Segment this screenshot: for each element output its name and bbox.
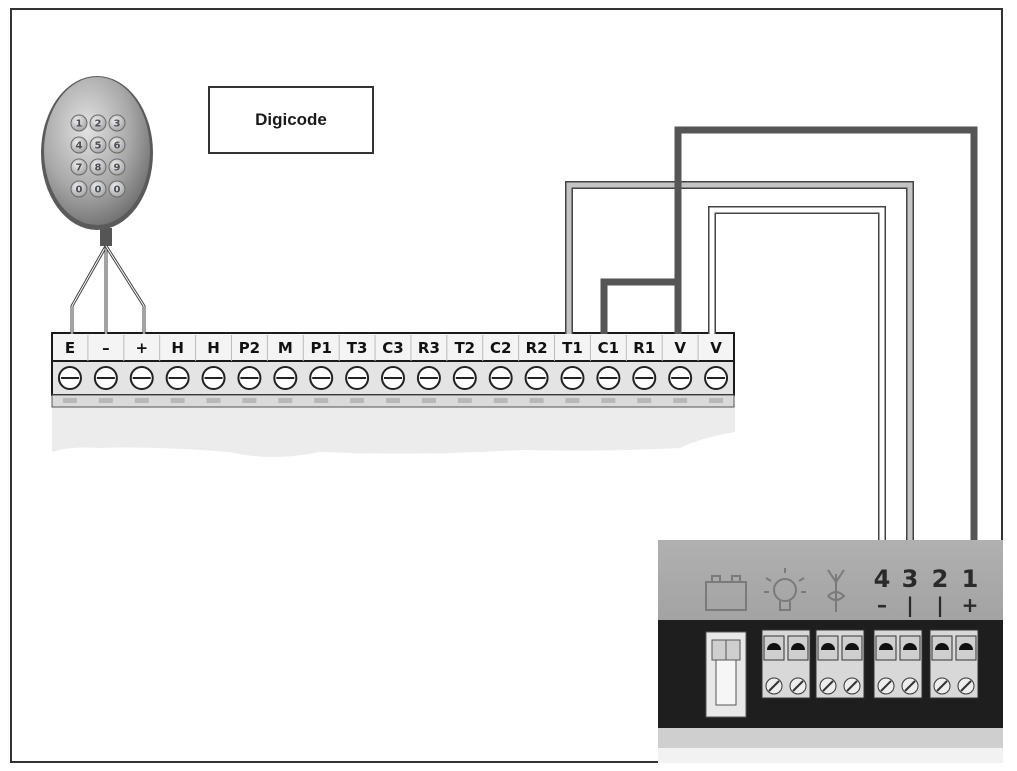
terminal-strip: E – + H H P2 M P1 T3 C3 R3 T2 C2 R2 T1 C1 R1 V V — [51, 332, 735, 408]
receiver-screw-pair — [929, 629, 979, 699]
terminal-screw — [416, 366, 441, 403]
keypad-key: 5 — [89, 136, 107, 154]
terminal-screw — [452, 366, 477, 403]
svg-text:4: 4 — [76, 141, 83, 152]
digicode-keypad: 1 2 3 4 5 6 7 8 9 0 0 0 — [41, 76, 153, 230]
terminal-screw — [632, 366, 657, 403]
terminal-label: P2 — [239, 339, 260, 357]
terminal-label: – — [102, 339, 110, 357]
terminal-screw — [165, 366, 190, 403]
svg-text:6: 6 — [114, 141, 121, 152]
terminal-label: R2 — [526, 339, 548, 357]
terminal-label: H — [207, 339, 220, 357]
terminal-screw — [201, 366, 226, 403]
receiver-terminal-label: 2| — [932, 565, 949, 617]
terminal-screw — [309, 366, 334, 403]
terminal-screw — [560, 366, 585, 403]
terminal-screw — [524, 366, 549, 403]
svg-text:2: 2 — [95, 119, 102, 130]
receiver-screw-pair — [815, 629, 865, 699]
terminal-screw — [273, 366, 298, 403]
terminal-screw — [93, 366, 118, 403]
svg-text:4: 4 — [874, 565, 891, 593]
keypad-key: 2 — [89, 114, 107, 132]
svg-text:1: 1 — [76, 119, 83, 130]
keypad-key: 6 — [108, 136, 126, 154]
terminal-label: C1 — [598, 339, 619, 357]
digicode-label: Digicode — [255, 110, 327, 129]
svg-text:0: 0 — [114, 185, 121, 196]
circuit-board — [52, 404, 735, 457]
svg-text:–: – — [877, 593, 887, 617]
svg-text:+: + — [962, 593, 979, 617]
svg-text:5: 5 — [95, 141, 102, 152]
terminal-label: E — [65, 339, 75, 357]
svg-text:3: 3 — [902, 565, 919, 593]
svg-text:1: 1 — [962, 565, 979, 593]
terminal-screw — [488, 366, 513, 403]
keypad-key: 4 — [70, 136, 88, 154]
terminal-screw — [57, 366, 82, 403]
terminal-label: V — [710, 339, 722, 357]
keypad-key: 7 — [70, 158, 88, 176]
terminal-label: T3 — [347, 339, 368, 357]
keypad-key: 0 — [108, 180, 126, 198]
svg-text:|: | — [906, 593, 913, 617]
keypad-key: 9 — [108, 158, 126, 176]
receiver-unit: 4–3|2|1+ — [658, 540, 1003, 763]
terminal-label: R3 — [418, 339, 440, 357]
terminal-screw — [381, 366, 405, 403]
terminal-label: M — [278, 339, 293, 357]
terminal-label: V — [674, 339, 686, 357]
receiver-terminal-label: 4– — [874, 565, 891, 617]
terminal-label: C2 — [490, 339, 511, 357]
svg-text:|: | — [936, 593, 943, 617]
svg-text:3: 3 — [114, 119, 121, 130]
keypad-cable — [70, 228, 146, 334]
terminal-screw — [668, 366, 693, 403]
svg-text:7: 7 — [76, 163, 83, 174]
svg-text:8: 8 — [95, 163, 102, 174]
terminal-label: P1 — [310, 339, 331, 357]
terminal-label: + — [135, 339, 148, 357]
receiver-terminal-label: 1+ — [962, 565, 979, 617]
receiver-screw-pair — [873, 629, 923, 699]
keypad-key: 1 — [70, 114, 88, 132]
receiver-terminal-label: 3| — [902, 565, 919, 617]
digicode-label-box: Digicode — [208, 86, 374, 154]
terminal-label: T2 — [454, 339, 475, 357]
receiver-screw-pair — [761, 629, 811, 699]
svg-text:9: 9 — [114, 163, 121, 174]
light-wires — [565, 181, 914, 548]
keypad-key: 0 — [89, 180, 107, 198]
keypad-key: 8 — [89, 158, 107, 176]
terminal-screw — [345, 366, 370, 403]
light-bulb-icon — [764, 568, 806, 611]
svg-text:2: 2 — [932, 565, 949, 593]
terminal-label: T1 — [562, 339, 583, 357]
svg-text:0: 0 — [95, 185, 102, 196]
terminal-label: R1 — [633, 339, 655, 357]
keypad-key: 3 — [108, 114, 126, 132]
terminal-label: H — [171, 339, 184, 357]
terminal-screw — [596, 366, 621, 403]
receiver-connector — [705, 631, 747, 718]
terminal-screw — [129, 366, 154, 403]
terminal-label: C3 — [382, 339, 403, 357]
terminal-screw — [237, 366, 262, 403]
antenna-icon — [827, 569, 846, 612]
battery-icon — [705, 575, 747, 611]
terminal-screw — [704, 366, 729, 403]
svg-text:0: 0 — [76, 185, 83, 196]
keypad-key: 0 — [70, 180, 88, 198]
dark-wires — [600, 126, 978, 548]
